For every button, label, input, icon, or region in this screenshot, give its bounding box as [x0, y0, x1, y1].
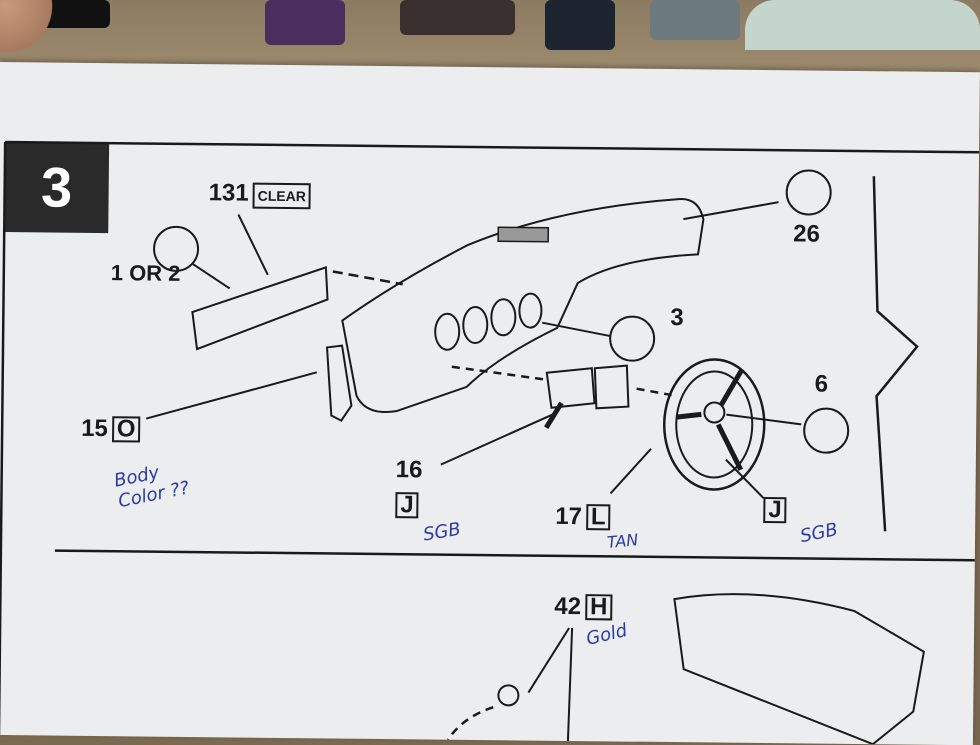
defrost-vent [497, 226, 550, 243]
wheel-spoke [676, 411, 702, 420]
leader-line [609, 448, 652, 495]
paint-icon [609, 315, 656, 362]
horn-button [703, 401, 726, 424]
gauge [490, 298, 517, 337]
dashboard-endcap [325, 344, 353, 422]
leader-line [566, 627, 574, 742]
paint-jar [545, 0, 615, 50]
paint-jar [745, 0, 980, 50]
shift-lever [544, 401, 564, 430]
paint-jar [265, 0, 345, 45]
handwritten-wheel-color: TAN [606, 530, 640, 552]
color-26-label: 26 [793, 220, 821, 248]
frame-line [0, 142, 7, 736]
paint-icon [785, 169, 832, 216]
paint-icon [153, 225, 200, 272]
small-part [497, 684, 520, 707]
wheel-spoke [719, 368, 744, 406]
dashed-guide [451, 365, 547, 381]
steering-wheel [662, 358, 766, 491]
leader-line [192, 263, 231, 290]
dashed-guide [332, 270, 403, 286]
dashed-guide [446, 706, 494, 741]
thumb [0, 0, 60, 60]
paint-icon [803, 407, 850, 454]
assembly-drawing [0, 140, 980, 745]
leader-line [725, 458, 765, 499]
wheel-spoke [716, 423, 744, 471]
paint-jar [650, 0, 740, 40]
color-3-label: 3 [670, 304, 684, 332]
part-16-tag: J [391, 491, 419, 519]
spoke-part-tag: J [759, 496, 787, 524]
dashed-guide [636, 387, 672, 397]
gauge [434, 312, 461, 351]
next-step-part [673, 593, 925, 745]
leader-line [726, 413, 802, 426]
color-6-label: 6 [814, 370, 829, 398]
leader-line [542, 321, 613, 338]
frame-line [5, 140, 980, 154]
steering-column-gear [593, 364, 630, 410]
leader-line [683, 201, 779, 221]
leader-line [440, 411, 557, 466]
leader-line [146, 371, 318, 420]
leader-line [237, 214, 269, 276]
color-choice-label: 1 OR 2 [110, 260, 181, 286]
steering-wheel-rim [675, 370, 754, 479]
leader-line [527, 627, 570, 694]
gauge [518, 292, 543, 329]
part-16-label: 16 [395, 456, 423, 484]
paint-jar [400, 0, 515, 35]
section-divider [54, 549, 975, 562]
steering-column [545, 367, 596, 409]
gauge [462, 305, 489, 344]
section-divider [872, 176, 919, 532]
dashboard-part [341, 198, 705, 413]
glass-part [191, 266, 329, 351]
instruction-sheet: 3 [0, 62, 980, 745]
